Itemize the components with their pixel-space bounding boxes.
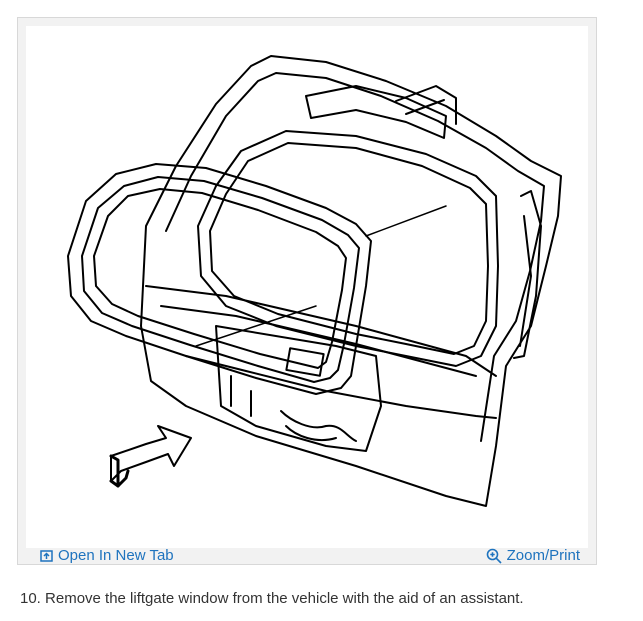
- open-tab-icon: [40, 549, 53, 562]
- zoom-print-label: Zoom/Print: [506, 547, 580, 564]
- magnifier-icon: [486, 548, 502, 564]
- zoom-print-link[interactable]: Zoom/Print: [486, 547, 580, 564]
- figure-frame: Open In New Tab Zoom/Print: [17, 17, 597, 565]
- liftgate-illustration: [67, 55, 562, 507]
- open-in-new-tab-label: Open In New Tab: [58, 547, 174, 564]
- open-in-new-tab-link[interactable]: Open In New Tab: [40, 547, 174, 564]
- step-caption: 10. Remove the liftgate window from the …: [20, 590, 524, 607]
- figure-image-area: Open In New Tab Zoom/Print: [26, 26, 588, 564]
